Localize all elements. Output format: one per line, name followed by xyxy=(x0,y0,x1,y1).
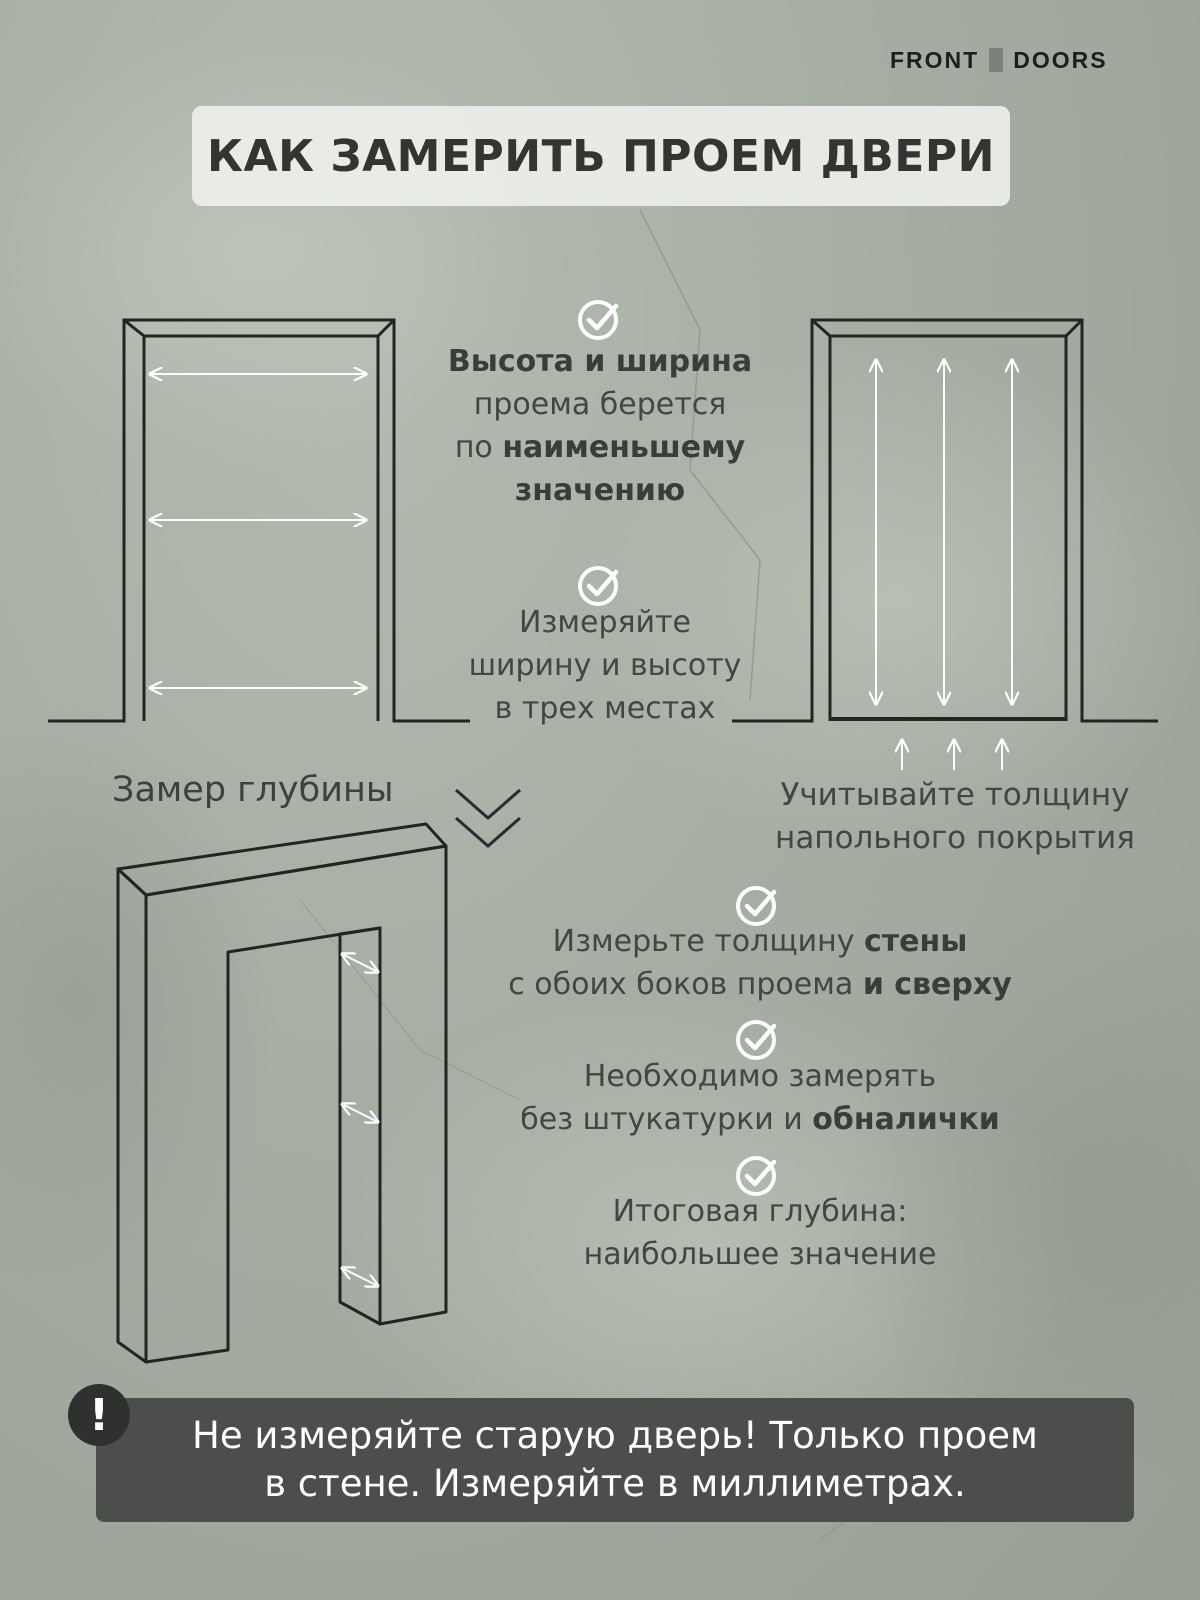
tip-line-a: без штукатурки и xyxy=(520,1102,813,1137)
tip-line: значению xyxy=(514,473,686,508)
brand-separator xyxy=(989,48,1004,72)
tip-line: ширину и высоту xyxy=(468,648,742,683)
brand-logo: FRONT DOORS xyxy=(890,46,1160,74)
depth-arrow-bottom xyxy=(342,1268,378,1286)
check-circle-icon xyxy=(578,566,619,606)
tip-line: Измеряйте xyxy=(518,605,691,640)
warning-line: в стене. Измеряйте в миллиметрах. xyxy=(264,1462,966,1505)
tip-line: Учитывайте толщину xyxy=(780,777,1130,813)
right-door-frame xyxy=(732,318,1158,723)
right-height-arrows xyxy=(876,360,1012,704)
tip-no-plaster: Необходимо замерять без штукатурки и обн… xyxy=(460,1055,1060,1141)
brand-left: FRONT xyxy=(890,46,980,73)
check-circle-icon xyxy=(736,1020,777,1060)
tip-floor: Учитывайте толщину напольного покрытия xyxy=(740,774,1170,860)
check-circle-icon xyxy=(736,1156,777,1196)
check-circle-icon xyxy=(736,886,777,926)
tip-line-b: обналички xyxy=(812,1102,1000,1137)
tip-line: в трех местах xyxy=(494,691,716,726)
tip-line-a: с обоих боков проема xyxy=(508,967,863,1002)
tip-line: Необходимо замерять xyxy=(583,1059,937,1094)
tip-three-places: Измеряйте ширину и высоту в трех местах xyxy=(420,601,790,730)
tip-line: Высота и ширина xyxy=(447,344,753,379)
tip-line: наибольшее значение xyxy=(583,1237,937,1272)
tip-line-b: стены xyxy=(863,924,968,959)
tip-line-b: и сверху xyxy=(862,967,1012,1002)
tip-line: напольного покрытия xyxy=(775,820,1135,856)
check-circle-icon xyxy=(578,300,619,340)
tip-line: проема берется xyxy=(473,387,727,422)
chevron-double-down-icon xyxy=(455,788,521,848)
depth-arrows xyxy=(342,954,378,1286)
depth-arrow-top xyxy=(342,954,378,972)
exclamation-icon: ! xyxy=(68,1384,130,1446)
tip-wall-thickness: Измерьте толщину стены с обоих боков про… xyxy=(460,920,1060,1006)
page-title: КАК ЗАМЕРИТЬ ПРОЕМ ДВЕРИ xyxy=(207,130,995,182)
warning-banner: Не измеряйте старую дверь! Только проем … xyxy=(96,1398,1134,1522)
tip-height-width: Высота и ширина проема берется по наимен… xyxy=(410,340,790,512)
floor-arrows xyxy=(902,740,1002,770)
tip-line: Итоговая глубина: xyxy=(612,1194,908,1229)
depth-opening-diagram xyxy=(116,822,448,1364)
tip-line-prefix: по xyxy=(454,430,503,465)
depth-arrow-middle xyxy=(342,1104,378,1122)
tip-line-a: Измерьте толщину xyxy=(552,924,864,959)
tip-final-depth: Итоговая глубина: наибольшее значение xyxy=(500,1190,1020,1276)
warning-line: Не измеряйте старую дверь! Только проем xyxy=(192,1414,1038,1457)
left-door-frame xyxy=(48,318,470,723)
depth-heading: Замер глубины xyxy=(112,770,394,810)
left-width-arrows xyxy=(150,374,366,688)
tip-line-bold: наименьшему xyxy=(502,430,746,465)
brand-right: DOORS xyxy=(1013,46,1108,73)
title-banner: КАК ЗАМЕРИТЬ ПРОЕМ ДВЕРИ xyxy=(192,106,1010,206)
